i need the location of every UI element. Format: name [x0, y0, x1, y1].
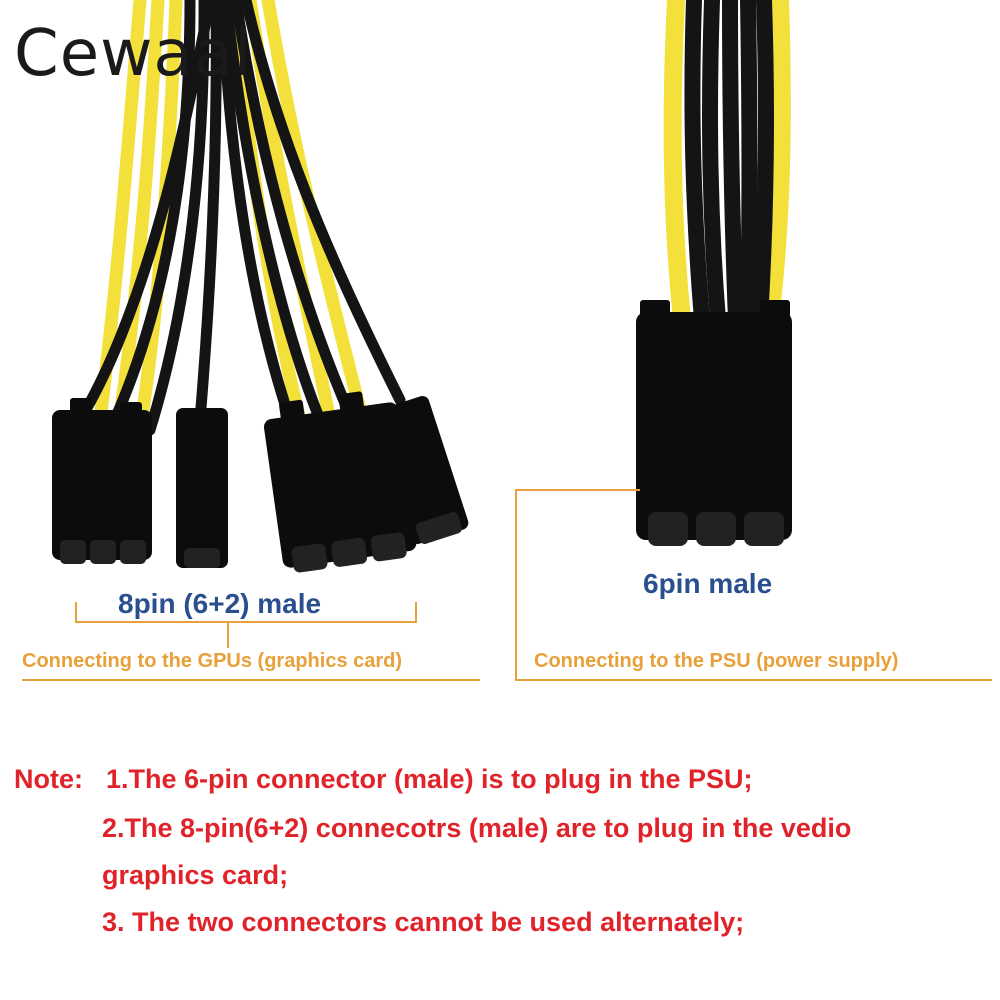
note-line-3: graphics card; [102, 860, 289, 890]
note-line-2: 2.The 8-pin(6+2) connecotrs (male) are t… [102, 813, 852, 843]
gpu-connector-left-2pin [176, 408, 228, 568]
gpu-connector-right-6pin [263, 391, 417, 573]
psu-caption: Connecting to the PSU (power supply) [534, 650, 899, 672]
gpu-connector-right-2pin [371, 395, 469, 545]
gpu-connector-left-6pin [52, 398, 152, 564]
note-line-4: 3. The two connectors cannot be used alt… [102, 907, 745, 937]
psu-connector-label: 6pin male [643, 568, 773, 599]
gpu-caption: Connecting to the GPUs (graphics card) [22, 650, 403, 672]
gpu-bracket [22, 602, 480, 681]
psu-connector-6pin [636, 300, 792, 546]
note-prefix: Note: [14, 764, 83, 794]
gpu-connector-label: 8pin (6+2) male [118, 588, 322, 619]
note-line-1: 1.The 6-pin connector (male) is to plug … [106, 764, 753, 794]
right-black-wires [684, 0, 775, 328]
right-yellow-wires [663, 0, 791, 329]
brand-logo: Cewaal [14, 17, 253, 91]
left-black-wires [74, 0, 406, 436]
psu-leader-line [515, 489, 992, 681]
